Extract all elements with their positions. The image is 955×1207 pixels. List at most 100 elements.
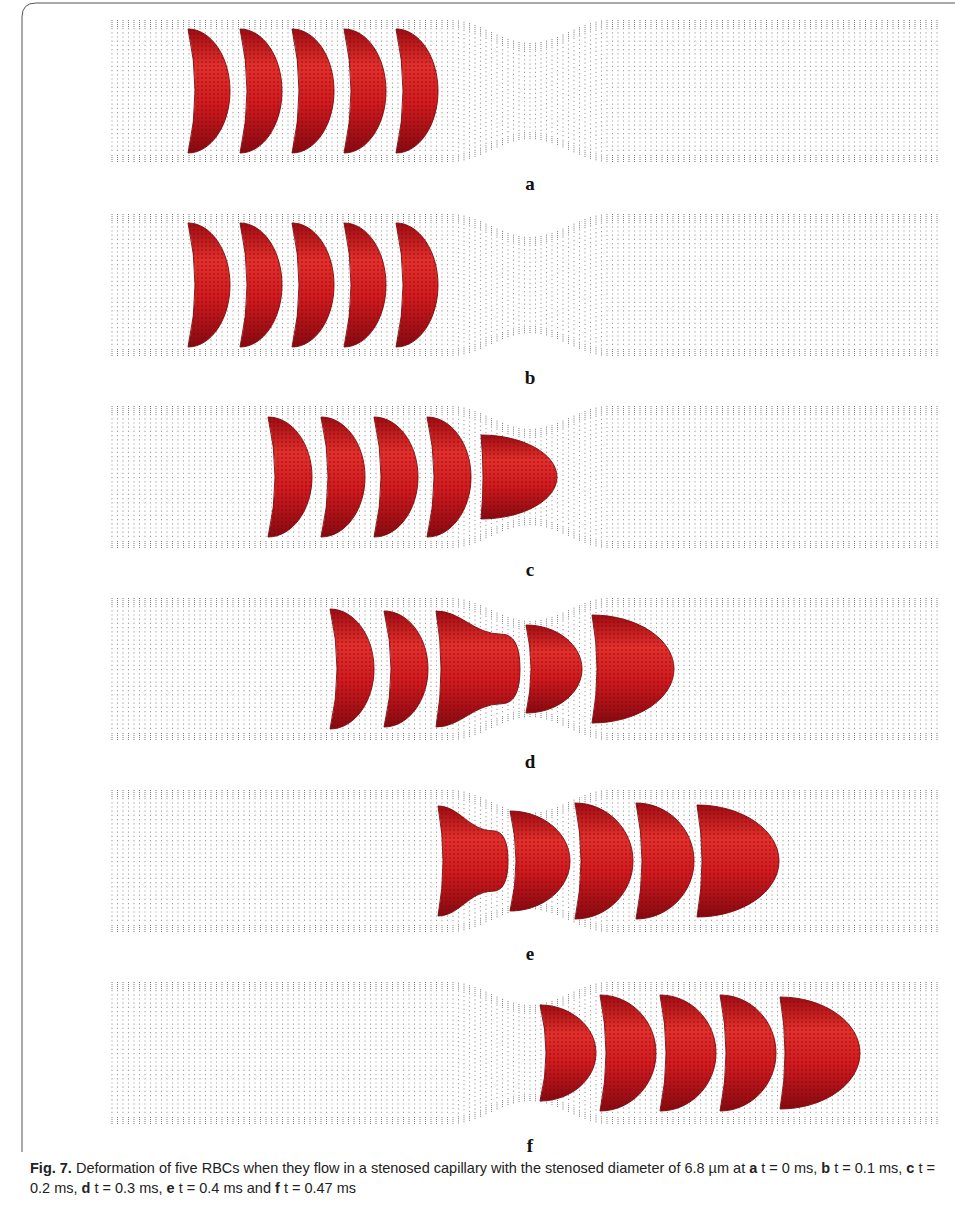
- wall-particles: [585, 603, 586, 610]
- fluid-particles: [392, 28, 393, 154]
- wall-particles: [799, 214, 800, 221]
- wall-particles: [706, 733, 707, 740]
- wall-particles: [123, 406, 124, 413]
- wall-particles: [651, 214, 652, 221]
- wall-particles: [821, 155, 822, 162]
- wall-particles: [211, 20, 212, 27]
- wall-particles: [315, 349, 316, 356]
- wall-particles: [420, 598, 421, 605]
- wall-particles: [205, 598, 206, 605]
- wall-particles: [783, 406, 784, 413]
- wall-particles: [332, 155, 333, 162]
- wall-particles: [436, 214, 437, 221]
- wall-particles: [519, 42, 520, 49]
- fluid-particles: [744, 606, 745, 732]
- fluid-particles: [826, 28, 827, 154]
- fluid-particles: [282, 798, 283, 924]
- wall-particles: [271, 598, 272, 605]
- fluid-particles: [870, 606, 871, 732]
- wall-particles: [772, 733, 773, 740]
- fluid-particles: [903, 28, 904, 154]
- rbc-body: [384, 611, 428, 727]
- wall-particles: [739, 598, 740, 605]
- wall-particles: [634, 406, 635, 413]
- fluid-particles: [139, 28, 140, 154]
- fluid-particles: [925, 28, 926, 154]
- fluid-particles: [683, 606, 684, 732]
- wall-particles: [244, 20, 245, 27]
- fluid-particles: [672, 414, 673, 540]
- wall-particles: [821, 541, 822, 548]
- wall-particles: [816, 20, 817, 27]
- wall-particles: [299, 214, 300, 221]
- wall-particles: [145, 541, 146, 548]
- wall-particles: [139, 214, 140, 221]
- wall-particles: [887, 349, 888, 356]
- rbc-particles: [268, 417, 312, 537]
- wall-particles: [139, 20, 140, 27]
- fluid-particles: [722, 28, 723, 154]
- wall-particles: [436, 155, 437, 162]
- wall-particles: [854, 155, 855, 162]
- wall-particles: [546, 619, 547, 626]
- wall-particles: [750, 20, 751, 27]
- wall-particles: [359, 20, 360, 27]
- fluid-particles: [315, 414, 316, 540]
- wall-particles: [843, 349, 844, 356]
- wall-particles: [387, 20, 388, 27]
- fluid-particles: [689, 28, 690, 154]
- wall-particles: [200, 598, 201, 605]
- wall-particles: [414, 406, 415, 413]
- fluid-particles: [117, 606, 118, 732]
- wall-particles: [145, 214, 146, 221]
- wall-particles: [475, 219, 476, 226]
- wall-particles: [227, 20, 228, 27]
- wall-particles: [623, 733, 624, 740]
- wall-particles: [827, 155, 828, 162]
- wall-particles: [920, 20, 921, 27]
- wall-particles: [684, 214, 685, 221]
- wall-particles: [926, 155, 927, 162]
- wall-particles: [337, 733, 338, 740]
- fluid-particles: [133, 798, 134, 924]
- wall-particles: [904, 349, 905, 356]
- wall-particles: [887, 406, 888, 413]
- wall-particles: [937, 214, 938, 221]
- red-blood-cell: [321, 417, 365, 537]
- wall-particles: [205, 406, 206, 413]
- wall-particles: [629, 733, 630, 740]
- wall-particles: [695, 214, 696, 221]
- wall-particles: [750, 541, 751, 548]
- wall-particles: [211, 155, 212, 162]
- wall-particles: [926, 20, 927, 27]
- wall-particles: [161, 406, 162, 413]
- wall-particles: [656, 20, 657, 27]
- wall-particles: [667, 155, 668, 162]
- wall-particles: [205, 20, 206, 27]
- wall-particles: [656, 155, 657, 162]
- fluid-particles: [738, 414, 739, 540]
- rbc-particles: [374, 417, 418, 537]
- wall-particles: [832, 406, 833, 413]
- wall-particles: [238, 541, 239, 548]
- stenosed-capillary: [112, 214, 937, 356]
- fluid-particles: [447, 222, 448, 348]
- fluid-particles: [133, 28, 134, 154]
- fluid-particles: [139, 798, 140, 924]
- wall-particles: [425, 20, 426, 27]
- fluid-particles: [144, 798, 145, 924]
- fluid-particles: [155, 222, 156, 348]
- wall-particles: [783, 20, 784, 27]
- fluid-particles: [661, 414, 662, 540]
- wall-particles: [486, 339, 487, 346]
- fluid-particles: [595, 224, 596, 347]
- wall-particles: [442, 406, 443, 413]
- wall-particles: [695, 406, 696, 413]
- wall-particles: [728, 20, 729, 27]
- fluid-particles: [716, 414, 717, 540]
- wall-particles: [794, 598, 795, 605]
- wall-particles: [744, 406, 745, 413]
- wall-particles: [579, 605, 580, 612]
- wall-particles: [150, 406, 151, 413]
- rbc-particles: [292, 223, 334, 347]
